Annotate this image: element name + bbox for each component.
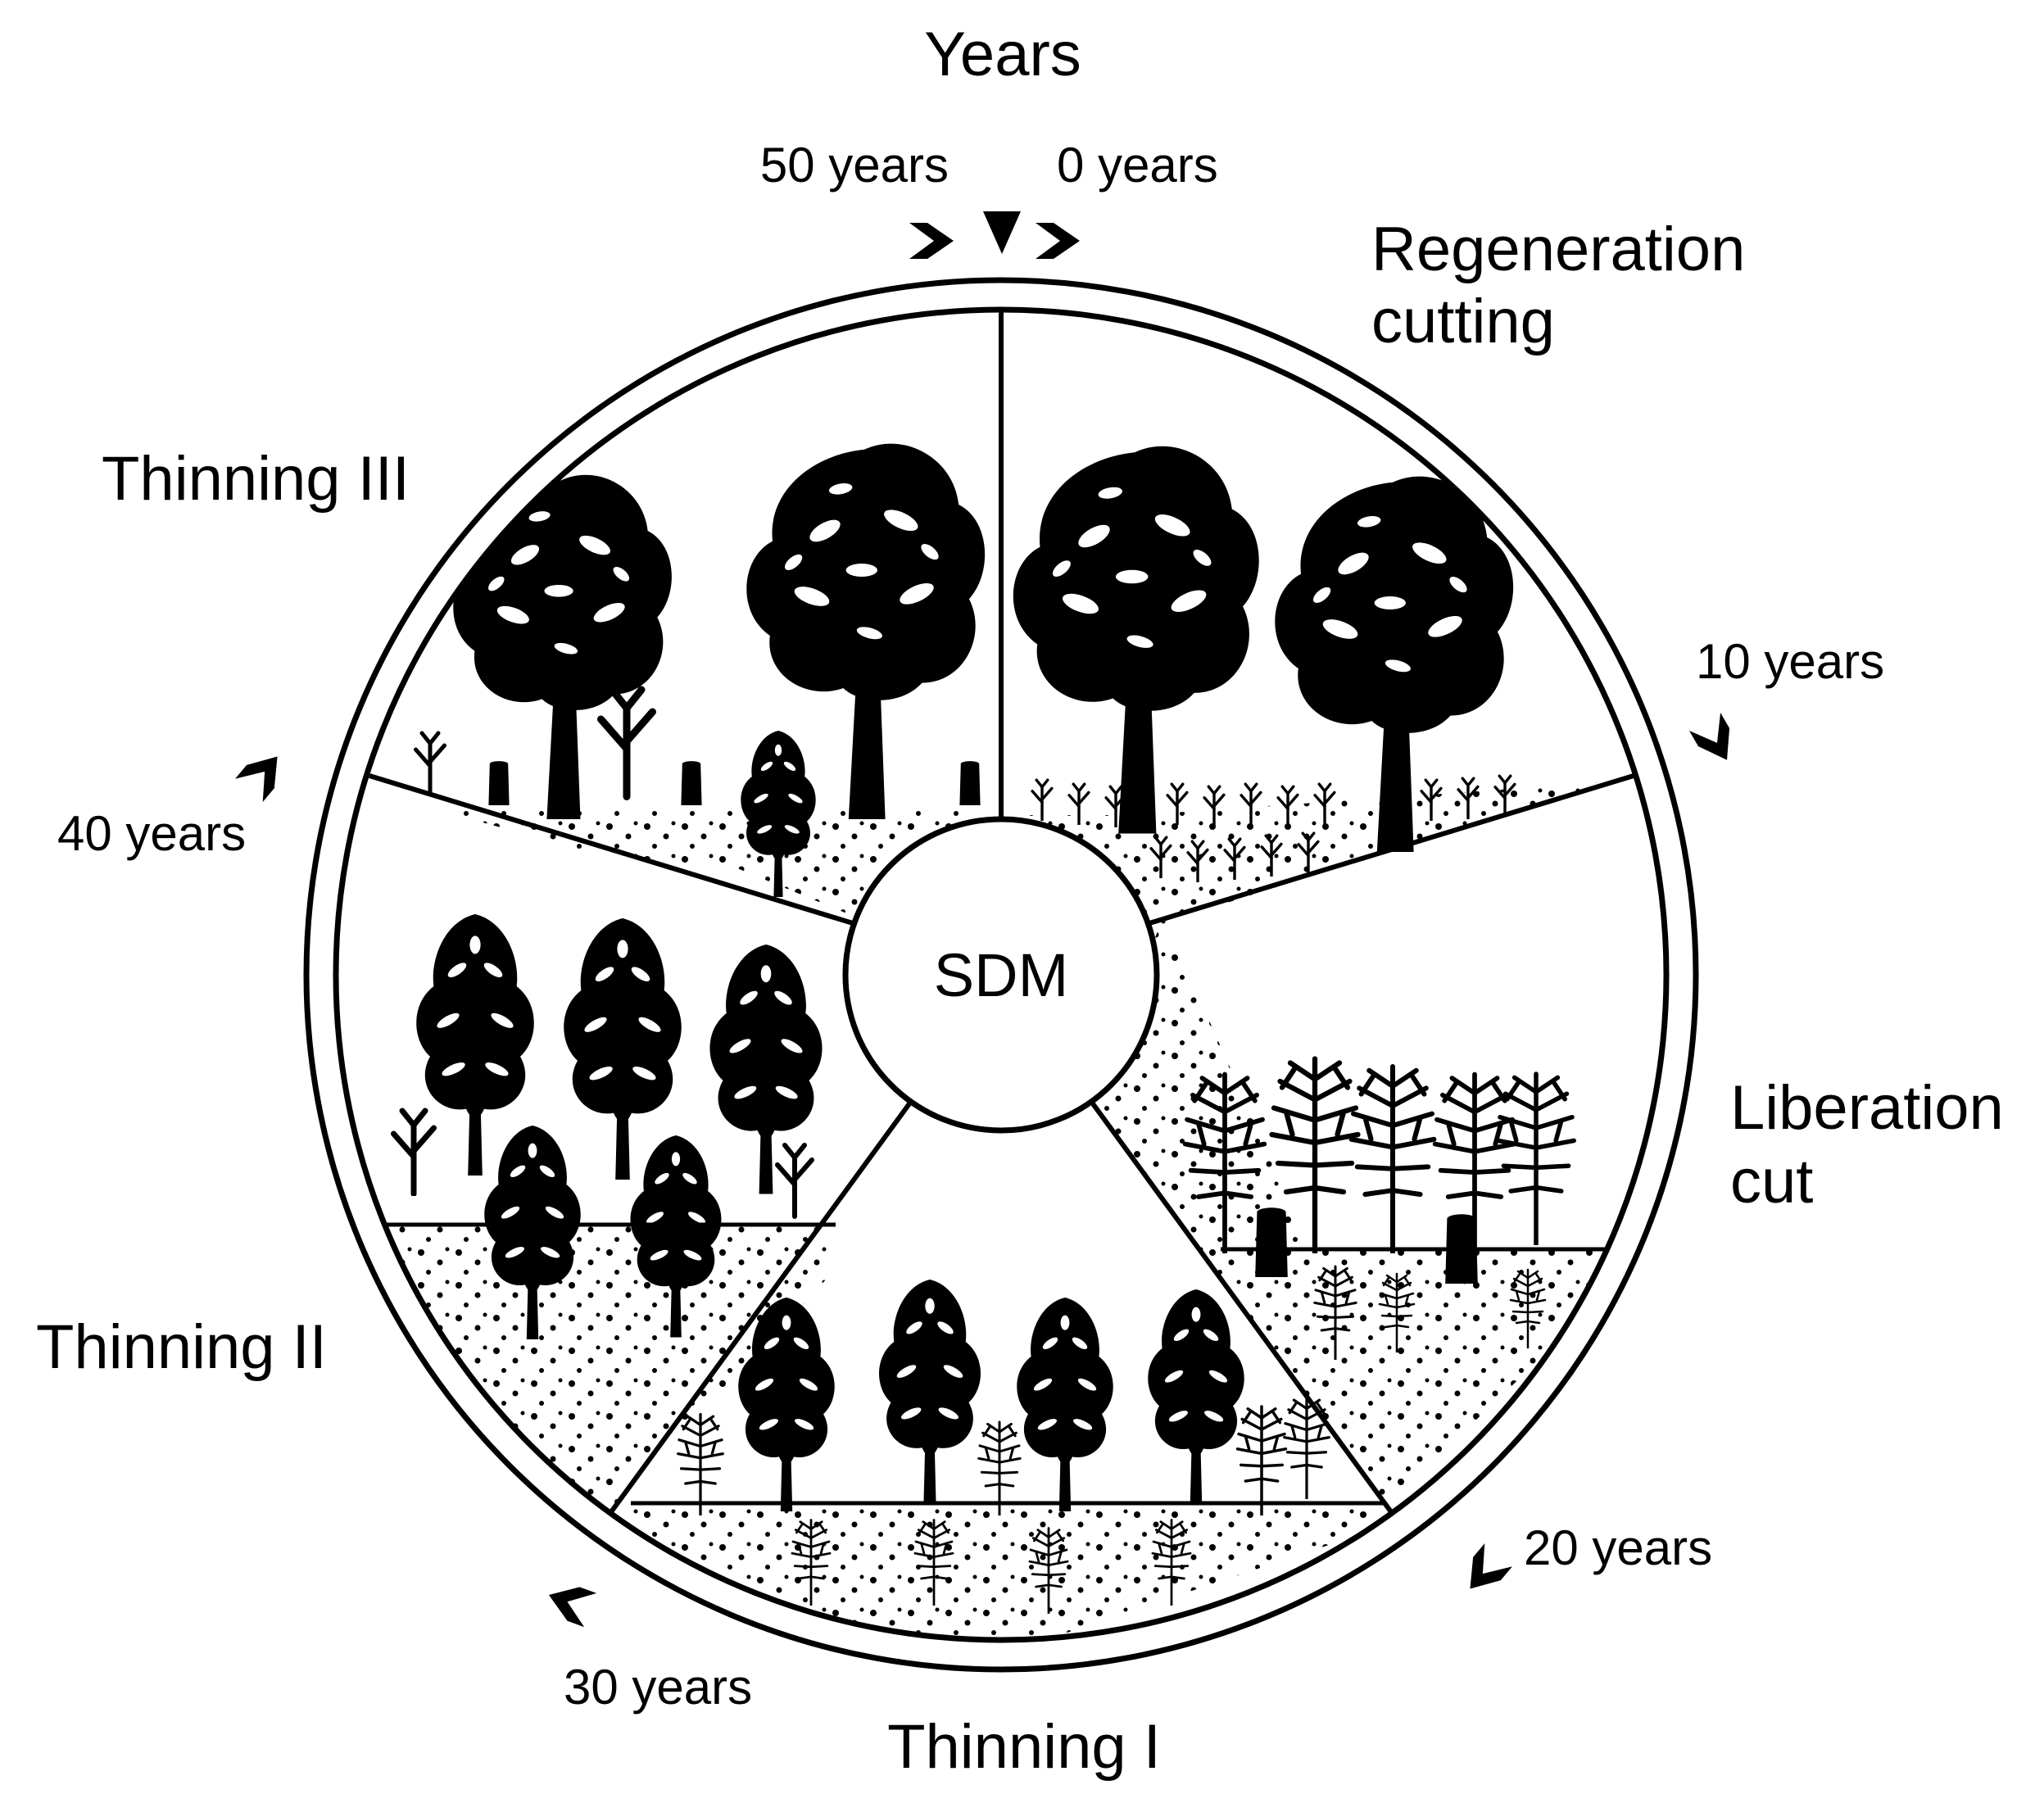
- chevron-50-icon: [909, 223, 954, 259]
- stage-liberation-line2: cut: [1730, 1147, 1813, 1216]
- year-label-30: 30 years: [564, 1660, 752, 1715]
- liberation-trees: [1185, 1059, 1647, 1360]
- chevron-30-icon: [548, 1587, 597, 1628]
- chevron-40-icon: [235, 756, 278, 802]
- year-label-0: 0 years: [1057, 138, 1218, 193]
- ground-liberation: [1090, 917, 1655, 1507]
- center-hub: SDM: [842, 816, 1160, 1134]
- chevron-10-icon: [1688, 712, 1730, 760]
- center-label: SDM: [934, 941, 1068, 1009]
- year-label-50: 50 years: [760, 138, 949, 193]
- stage-thinning3: Thinning III: [102, 444, 410, 514]
- stage-regeneration-line2: cutting: [1371, 287, 1555, 356]
- year-markers: [235, 211, 1730, 1628]
- stage-liberation-line1: Liberation: [1730, 1073, 2004, 1143]
- thinning2-trees: [344, 914, 836, 1339]
- start-marker-icon: [983, 211, 1021, 254]
- chevron-20-icon: [1470, 1543, 1512, 1589]
- sector-dividers: [369, 310, 1634, 1515]
- stage-regeneration-line1: Regeneration: [1371, 215, 1745, 284]
- year-label-40: 40 years: [57, 806, 246, 861]
- year-label-20: 20 years: [1524, 1520, 1712, 1575]
- thinning1-trees: [631, 1280, 1385, 1614]
- stage-thinning1: Thinning I: [887, 1712, 1161, 1782]
- diagram-title: Years: [924, 20, 1081, 89]
- year-label-10: 10 years: [1696, 634, 1884, 689]
- chevron-0-icon: [1036, 223, 1080, 259]
- stage-thinning2: Thinning II: [36, 1312, 327, 1382]
